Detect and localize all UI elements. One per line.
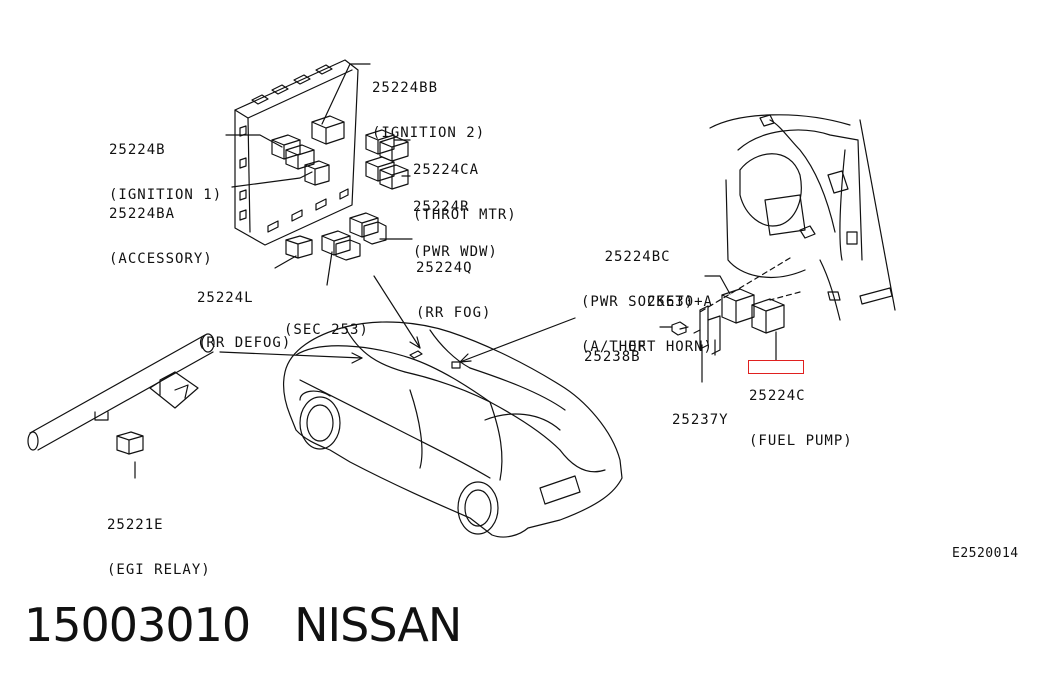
callout-25224ca: 25224CA (THROT MTR) xyxy=(413,133,517,238)
part-description: (A/THEFT HORN) xyxy=(580,339,713,355)
diagram-code: E2520014 xyxy=(952,546,1019,561)
part-number: 25630+A xyxy=(646,294,713,310)
callout-25224bc: 25224BC (PWR SOCKET) OR xyxy=(581,220,694,370)
bracket-25237y xyxy=(693,305,721,356)
callout-25224ba: 25224BA (ACCESSORY) xyxy=(109,177,213,282)
part-number: 25224B xyxy=(109,142,166,158)
relay-25224q xyxy=(349,212,387,245)
part-description: (RR FOG) xyxy=(416,305,492,321)
relay-25630a xyxy=(721,288,755,324)
part-number: 25224BC xyxy=(604,249,671,265)
callout-25224bb: 25224BB (IGNITION 2) xyxy=(372,51,485,156)
parts-diagram xyxy=(27,59,896,538)
rear-panel xyxy=(699,114,896,321)
callout-sec-253: (SEC 253) xyxy=(284,293,369,353)
crossmember xyxy=(27,333,215,451)
part-description: (ACCESSORY) xyxy=(109,251,213,267)
relay-25224ba xyxy=(304,160,330,186)
leader-lines-right xyxy=(659,275,777,383)
part-number: 25224Q xyxy=(416,260,473,276)
or-separator: OR xyxy=(628,339,647,355)
relay-25224c xyxy=(751,298,785,334)
relay-25224ca xyxy=(365,129,409,162)
bolt-25238b xyxy=(671,321,689,336)
highlight-box xyxy=(748,360,804,374)
callout-25224r: 25224R (PWR WDW) xyxy=(413,170,498,275)
callout-25221e: 25221E (EGI RELAY) xyxy=(107,488,211,593)
relay-25224r xyxy=(365,156,409,190)
part-description: (EGI RELAY) xyxy=(107,562,211,578)
section-reference: (SEC 253) xyxy=(284,322,369,338)
callout-25224b: 25224B (IGNITION 1) xyxy=(109,113,222,218)
part-number: 25238B xyxy=(584,349,641,365)
leader-lines-relay-box xyxy=(225,63,413,286)
footer: 15003010 NISSAN xyxy=(24,598,505,652)
callout-25224l: 25224L (RR DEFOG) xyxy=(197,261,291,366)
part-description: (THROT MTR) xyxy=(413,207,517,223)
relay-box xyxy=(234,59,359,246)
part-description: (IGNITION 2) xyxy=(372,125,486,141)
part-description: (PWR WDW) xyxy=(413,244,498,260)
callout-25630a: 25630+A (A/THEFT HORN) xyxy=(561,265,713,370)
part-number: 25221E xyxy=(107,517,164,533)
callout-25224q: 25224Q (RR FOG) xyxy=(416,231,491,336)
part-number: 25237Y xyxy=(672,412,729,428)
part-number: 25224BB xyxy=(372,80,439,96)
part-number: 25224CA xyxy=(413,162,480,178)
part-number: 25224C xyxy=(749,388,806,404)
part-number: 25224L xyxy=(197,290,254,306)
part-description: (RR DEFOG) xyxy=(197,335,292,351)
part-description: (FUEL PUMP) xyxy=(749,433,853,449)
relay-25224l xyxy=(285,230,361,261)
part-description: (IGNITION 1) xyxy=(109,187,223,203)
egi-relay xyxy=(116,431,144,479)
part-description: (PWR SOCKET) xyxy=(581,294,695,310)
part-number: 25224R xyxy=(413,199,470,215)
relay-25224bb xyxy=(311,115,345,145)
pointer-arrows xyxy=(219,275,576,364)
footer-number: 15003010 xyxy=(24,598,251,652)
relay-25224b xyxy=(271,134,315,170)
callout-25237y: 25237Y xyxy=(672,383,729,443)
car-body xyxy=(283,321,623,538)
callout-25224c: 25224C (FUEL PUMP) xyxy=(749,359,853,464)
part-number: 25224BA xyxy=(109,206,176,222)
callout-25238b: 25238B xyxy=(584,320,641,380)
footer-brand: NISSAN xyxy=(294,598,462,652)
